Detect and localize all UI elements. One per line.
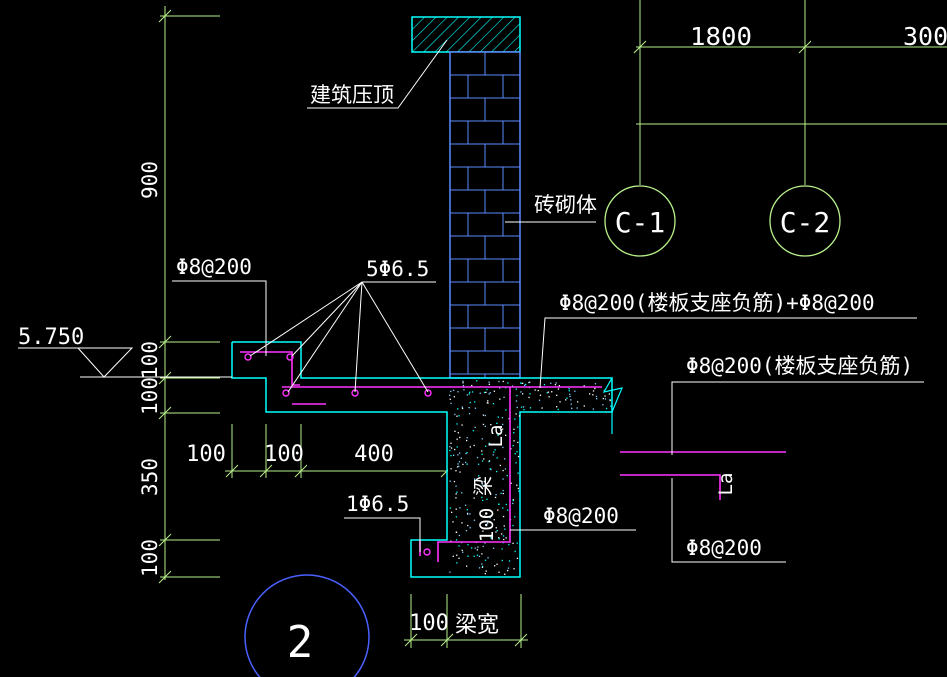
grid-axes: 1800 300 C-1 C-2 — [604, 0, 947, 257]
horizontal-dimension-chain — [225, 424, 454, 478]
dim-v-350: 350 — [138, 458, 162, 496]
brick-wall — [449, 51, 521, 379]
axis-c2-label: C-2 — [780, 206, 831, 239]
bottom-dimension-chain — [404, 594, 528, 648]
axis-bubble-c1 — [604, 185, 676, 257]
dim-v-100-mid: 100 — [138, 377, 162, 415]
dim-v-100-bottom: 100 — [138, 539, 162, 577]
label-masonry: 砖砌体 — [534, 193, 597, 217]
leaders — [172, 39, 924, 563]
label-bottom-bar: 1Φ6.5 — [346, 492, 409, 516]
dim-h-400: 400 — [354, 442, 394, 467]
concrete-section — [231, 341, 623, 578]
label-beam: 梁 — [471, 476, 495, 496]
dim-300: 300 — [903, 22, 947, 51]
axis-c1-label: C-1 — [615, 206, 666, 239]
coping-block — [411, 16, 521, 53]
label-right-bottom-bar: Φ8@200 — [686, 536, 762, 560]
label-anchor-la-2: La — [715, 473, 737, 496]
dim-h-100-b: 100 — [264, 442, 304, 467]
label-elevation: 5.750 — [18, 325, 84, 350]
label-coping: 建筑压顶 — [310, 83, 394, 107]
label-anchor-la-1: La — [485, 425, 507, 448]
label-beam-width: 梁宽 — [455, 613, 499, 638]
label-top-bar: Φ8@200 — [176, 255, 252, 279]
label-beam-inner-dim: 100 — [476, 508, 498, 542]
dim-v-100-top: 100 — [138, 341, 162, 379]
dim-h-100-a: 100 — [186, 442, 226, 467]
detail-bubble — [244, 574, 370, 677]
dim-bottom-100: 100 — [409, 611, 449, 636]
dim-1800: 1800 — [690, 22, 752, 51]
dim-v-900: 900 — [138, 161, 162, 199]
label-slab-bar: Φ8@200(楼板支座负筋) — [686, 354, 913, 378]
axis-bubble-c2 — [769, 185, 841, 257]
elevation-mark — [18, 347, 232, 378]
label-stirrup: Φ8@200 — [543, 504, 619, 528]
vertical-dimension-chain — [158, 6, 220, 584]
label-detail-no: 2 — [287, 617, 314, 668]
label-longitudinal-bars: 5Φ6.5 — [366, 257, 429, 281]
label-slab-bar-combo: Φ8@200(楼板支座负筋)+Φ8@200 — [559, 291, 875, 315]
